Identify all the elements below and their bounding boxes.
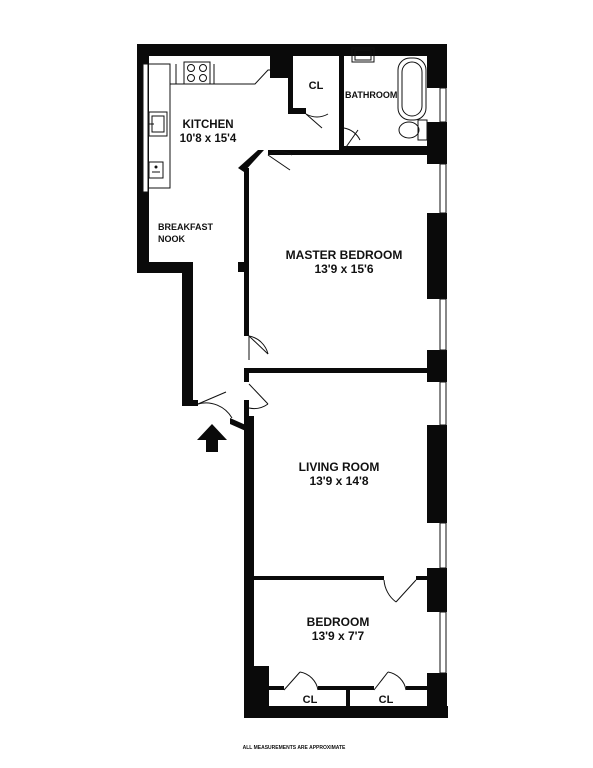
closet-top-label: CL — [309, 80, 324, 92]
master-bedroom-name: MASTER BEDROOM — [286, 248, 403, 262]
kitchen-dims: 10'8 x 15'4 — [180, 133, 237, 145]
entry-arrow-icon — [197, 424, 227, 452]
stove-icon — [183, 61, 211, 85]
kitchen-counter — [149, 63, 270, 189]
living-room-dims: 13'9 x 14'8 — [309, 474, 368, 488]
bedroom-name: BEDROOM — [307, 615, 370, 629]
door-swings — [197, 113, 417, 691]
toilet-icon — [398, 119, 428, 141]
kitchen-sink-icon — [148, 111, 168, 137]
living-room-name: LIVING ROOM — [299, 460, 380, 474]
dishwasher-icon — [148, 161, 164, 179]
footnote: ALL MEASUREMENTS ARE APPROXIMATE — [243, 745, 346, 751]
closet-bottom-right-label: CL — [379, 694, 394, 706]
labels: KITCHEN 10'8 x 15'4 BREAKFAST NOOK MASTE… — [158, 80, 402, 751]
bathroom-sink-icon — [351, 47, 375, 63]
windows — [142, 63, 447, 674]
interior-walls — [182, 44, 428, 708]
kitchen-name: KITCHEN — [182, 119, 233, 131]
bathtub-icon — [397, 57, 427, 121]
bathroom-name: BATHROOM — [345, 90, 397, 100]
bedroom-dims: 13'9 x 7'7 — [312, 629, 365, 643]
master-bedroom-dims: 13'9 x 15'6 — [314, 262, 373, 276]
exterior-walls — [137, 44, 448, 718]
breakfast-nook-line2: NOOK — [158, 234, 186, 244]
closet-bottom-left-label: CL — [303, 694, 318, 706]
breakfast-nook-line1: BREAKFAST — [158, 222, 214, 232]
